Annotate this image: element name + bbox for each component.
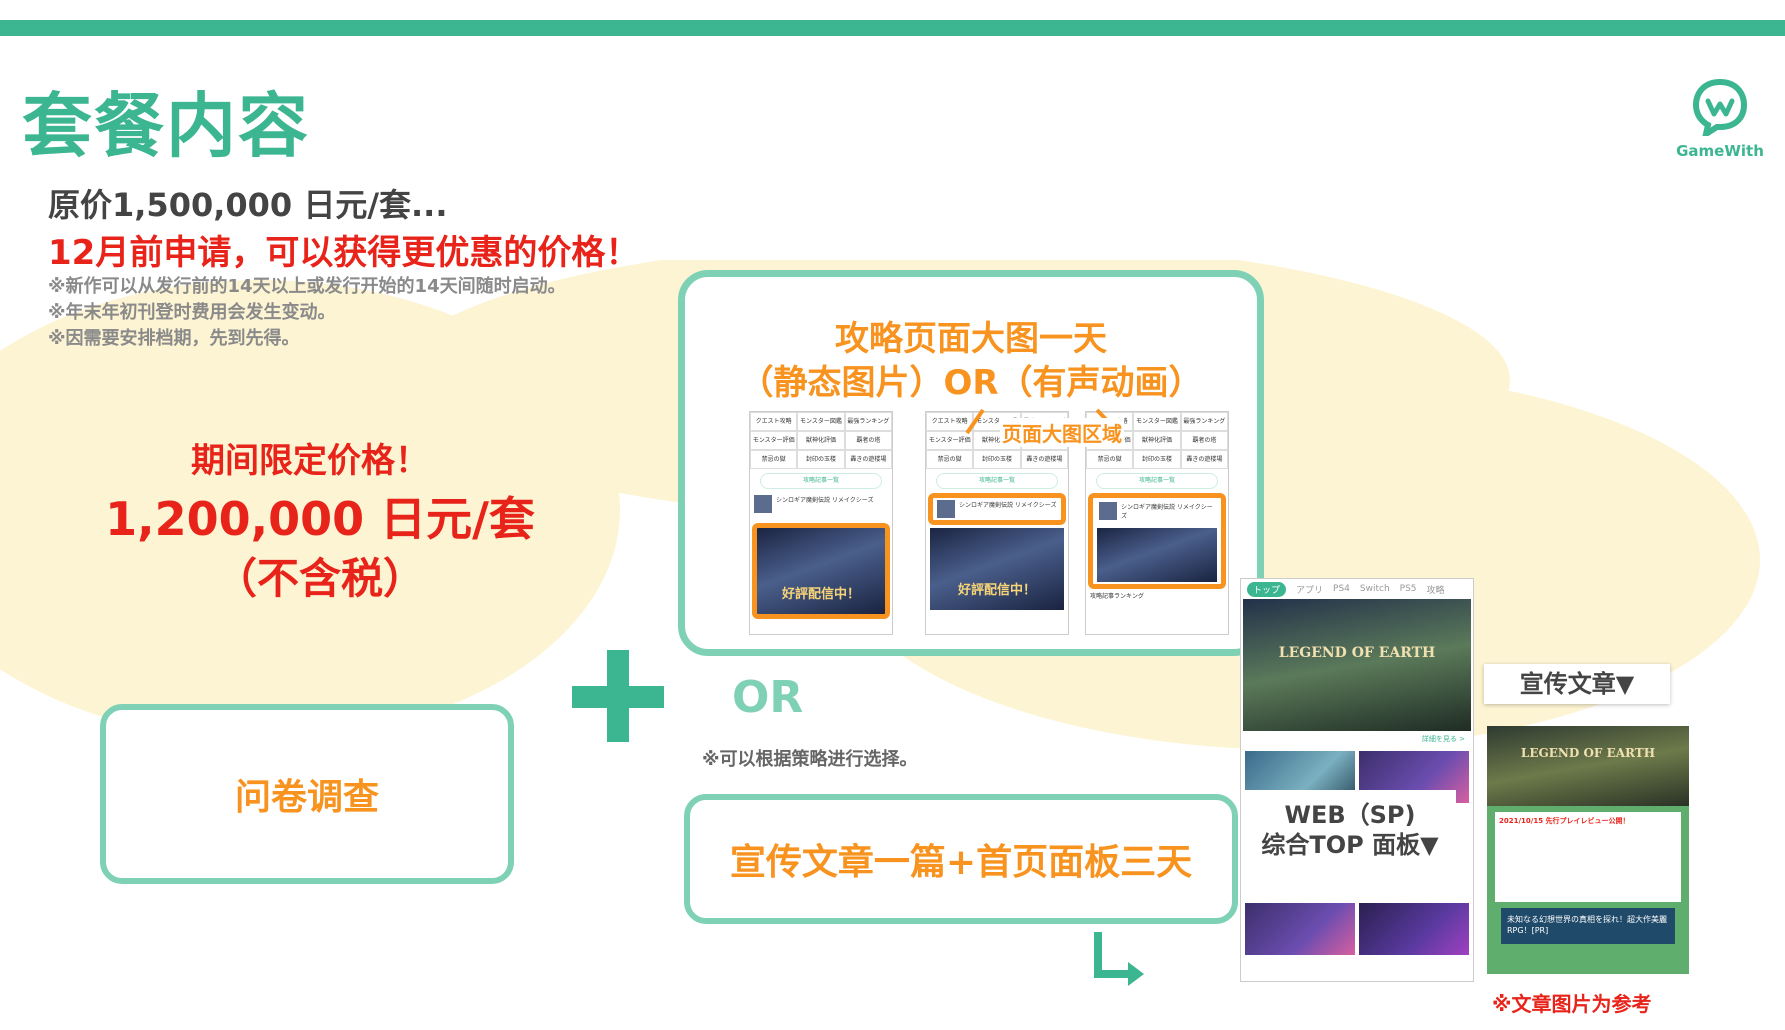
phone-article: シンロギア魔剣伝説 リメイクシーズ: [750, 493, 892, 523]
phone-mockup: クエスト攻略 モンスター図鑑 最強ランキング モンスター評価 獣神化評価 覇者の…: [925, 411, 1069, 635]
sp-tab: Switch: [1359, 584, 1390, 594]
nav-item: 獣神化評価: [1133, 431, 1181, 450]
nav-item: モンスター評価: [750, 431, 798, 450]
article-cta: 未知なる幻想世界の真相を探れ！超大作美麗RPG！[PR]: [1501, 908, 1675, 944]
phone-nav: クエスト攻略 モンスター図鑑 最強ランキング モンスター評価 獣神化評価 覇者の…: [750, 412, 892, 469]
article-body: 2021/10/15 先行プレイレビュー公開！: [1495, 812, 1681, 902]
sp-tabs: トップ アプリ PS4 Switch PS5 攻略: [1241, 579, 1473, 599]
banner-text: 好評配信中！: [957, 583, 1036, 598]
sp-label-line1: WEB（SP): [1284, 801, 1416, 829]
limited-offer-price: 1,200,000 日元/套: [105, 492, 535, 546]
page-title: 套餐内容: [22, 85, 310, 167]
note-line: ※因需要安排档期，先到先得。: [48, 328, 300, 349]
article-title: シンロギア魔剣伝説 リメイクシーズ: [1121, 504, 1213, 520]
note-line: ※年末年初刊登时费用会发生变动。: [48, 302, 336, 323]
article-mockup: LEGEND OF EARTH 2021/10/15 先行プレイレビュー公開！ …: [1487, 726, 1689, 974]
nav-item: 獣神化評価: [797, 431, 845, 450]
nav-item: 最強ランキング: [844, 412, 892, 431]
select-note: ※可以根据策略进行选择。: [702, 749, 918, 770]
sp-tab: PS5: [1399, 584, 1417, 594]
gamewith-logo-icon: [1692, 78, 1748, 141]
option-a-title-line2: （静态图片）OR（有声动画）: [739, 363, 1203, 403]
sp-tab: アプリ: [1296, 585, 1324, 596]
nav-item: 轟きの遊楼場: [1020, 450, 1068, 469]
phone-nav: クエスト攻略 モンスター図鑑 最強ランキング モンスター評価 獣神化評価 覇者の…: [1086, 412, 1228, 469]
sp-more-link: 詳細を見る >: [1421, 735, 1465, 743]
note-line: ※新作可以从发行前的14天以上或发行开始的14天间随时启动。: [48, 276, 566, 297]
nav-item: 封印の玉楼: [797, 450, 845, 469]
article-thumb: [937, 500, 955, 518]
article-title: シンロギア魔剣伝説 リメイクシーズ: [959, 502, 1057, 509]
nav-item: 封印の玉楼: [1133, 450, 1181, 469]
option-a-title-line1: 攻略页面大图一天: [835, 319, 1107, 359]
nav-item: 覇者の塔: [1180, 431, 1228, 450]
phone-link: 攻略記事一覧: [760, 473, 882, 489]
nav-item: 禁忌の獄: [750, 450, 798, 469]
nav-item: モンスター評価: [926, 431, 974, 450]
top-accent-bar: [0, 20, 1785, 36]
sp-tab: トップ: [1247, 581, 1287, 597]
original-price: 原价1,500,000 日元/套...: [48, 186, 448, 224]
promo-text: 12月前申请，可以获得更优惠的价格！: [48, 233, 640, 273]
article-title: シンロギア魔剣伝説 リメイクシーズ: [776, 497, 874, 504]
corner-arrow-icon: [1094, 932, 1144, 986]
reference-note: ※文章图片为参考: [1492, 992, 1652, 1016]
nav-item: クエスト攻略: [750, 412, 798, 431]
nav-item: 轟きの遊楼場: [1180, 450, 1228, 469]
sp-top-mockup: トップ アプリ PS4 Switch PS5 攻略 LEGEND OF EART…: [1240, 578, 1474, 982]
sp-label-line2: 综合TOP 面板▼: [1261, 831, 1439, 859]
plus-sign-vertical: [607, 650, 629, 742]
phone-link: 攻略記事一覧: [936, 473, 1058, 489]
nav-item: 覇者の塔: [844, 431, 892, 450]
option-b-label: 宣传文章一篇+首页面板三天: [729, 842, 1193, 883]
limited-offer-label: 期间限定价格！: [191, 441, 429, 481]
option-a-title: 攻略页面大图一天 （静态图片）OR（有声动画）: [685, 317, 1257, 405]
logo-text: GameWith: [1676, 142, 1764, 160]
phone-video-banner: [1097, 528, 1217, 582]
phone-footer: 攻略記事ランキング: [1090, 593, 1144, 600]
article-label: 宣传文章▼: [1484, 664, 1670, 704]
option-a-box: 攻略页面大图一天 （静态图片）OR（有声动画） クエスト攻略 モンスター図鑑 最…: [678, 270, 1264, 656]
or-separator: OR: [732, 672, 804, 723]
sp-hero-banner: LEGEND OF EARTH: [1243, 599, 1471, 731]
callout-lines: [965, 408, 1121, 435]
banner-text: 好評配信中！: [781, 587, 860, 602]
phone-banner: 好評配信中！: [930, 528, 1064, 610]
phone-article-highlighted: シンロギア魔剣伝説 リメイクシーズ: [928, 493, 1066, 525]
article-hero: LEGEND OF EARTH: [1487, 726, 1689, 806]
phone-video-highlighted: シンロギア魔剣伝説 リメイクシーズ: [1088, 493, 1226, 589]
nav-item: 禁忌の獄: [926, 450, 974, 469]
phone-mockup: クエスト攻略 モンスター図鑑 最強ランキング モンスター評価 獣神化評価 覇者の…: [749, 411, 893, 635]
nav-item: 禁忌の獄: [1086, 450, 1134, 469]
phone-article: シンロギア魔剣伝説 リメイクシーズ: [1095, 500, 1219, 526]
article-date: 2021/10/15 先行プレイレビュー公開！: [1499, 817, 1630, 825]
sp-hero-title: LEGEND OF EARTH: [1278, 645, 1436, 661]
article-hero-title: LEGEND OF EARTH: [1520, 746, 1656, 760]
sp-panel: [1359, 903, 1469, 955]
phone-mockup: クエスト攻略 モンスター図鑑 最強ランキング モンスター評価 獣神化評価 覇者の…: [1085, 411, 1229, 635]
phone-banner-highlighted: 好評配信中！: [752, 523, 890, 619]
sp-tab: PS4: [1333, 584, 1350, 594]
survey-label: 问卷调查: [234, 777, 379, 818]
nav-item: モンスター図鑑: [1133, 412, 1181, 431]
nav-item: 封印の玉楼: [973, 450, 1021, 469]
sp-tab: 攻略: [1426, 585, 1445, 596]
nav-item: 最強ランキング: [1180, 412, 1228, 431]
gamewith-logo: GameWith: [1665, 76, 1775, 160]
nav-item: モンスター図鑑: [797, 412, 845, 431]
big-image-area-label: 页面大图区域: [1000, 418, 1124, 447]
sp-panel: [1245, 903, 1355, 955]
limited-offer-tax: （不含税）: [214, 554, 425, 603]
phone-link: 攻略記事一覧: [1096, 473, 1218, 489]
article-thumb: [754, 495, 772, 513]
nav-item: 轟きの遊楼場: [844, 450, 892, 469]
article-thumb: [1099, 502, 1117, 520]
sp-top-label: WEB（SP) 综合TOP 面板▼: [1244, 790, 1456, 876]
survey-box: 问卷调查: [100, 704, 514, 884]
option-b-box: 宣传文章一篇+首页面板三天: [684, 794, 1238, 924]
